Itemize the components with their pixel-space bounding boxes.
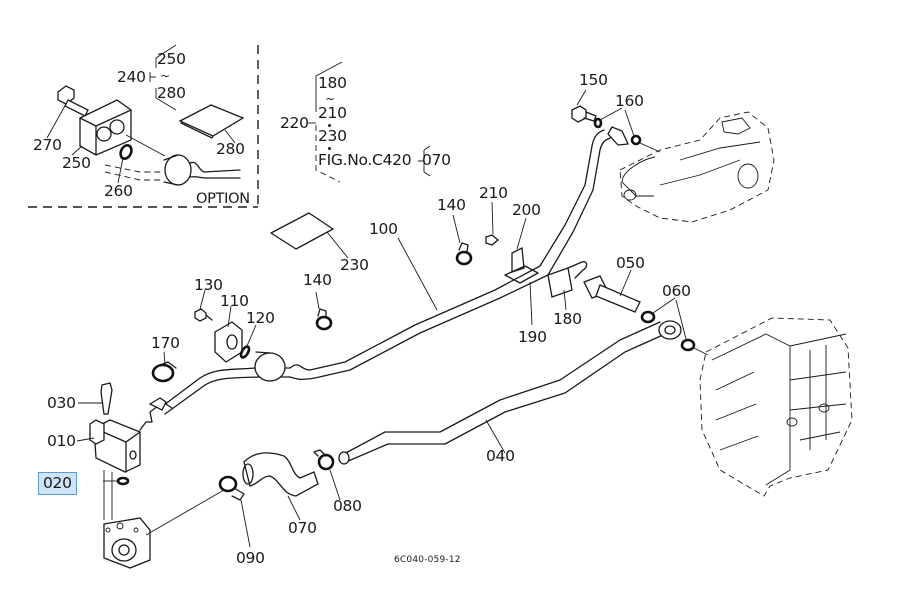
bolt-150-washer-160-drawing — [571, 89, 661, 153]
clamp-140-drawing — [315, 214, 473, 331]
callout-120[interactable]: 120 — [246, 309, 275, 327]
callout-060[interactable]: 060 — [662, 282, 691, 300]
callout-260[interactable]: 260 — [104, 182, 133, 200]
group-220-dot-1 — [328, 124, 331, 127]
callout-230[interactable]: 230 — [340, 256, 369, 274]
figure-code: 6C040-059-12 — [394, 555, 461, 565]
valve-housing-drawing — [619, 111, 775, 223]
callout-110[interactable]: 110 — [220, 292, 249, 310]
callout-160[interactable]: 160 — [615, 92, 644, 110]
group-240-range-sep: ~ — [160, 69, 171, 83]
group-220-member-210: 210 — [318, 104, 347, 122]
callout-050[interactable]: 050 — [616, 254, 645, 272]
group-220-reference-part[interactable]: 070 — [422, 151, 451, 169]
callout-020[interactable]: 020 — [38, 472, 77, 495]
callout-100[interactable]: 100 — [369, 220, 398, 238]
callout-140-lower[interactable]: 140 — [303, 271, 332, 289]
group-220-reference[interactable]: FIG.No.C420 — [318, 151, 412, 169]
oring-060-drawing — [640, 297, 709, 356]
callout-080[interactable]: 080 — [333, 497, 362, 515]
group-240-range-end: 280 — [157, 84, 186, 102]
valve-block-010-drawing — [76, 382, 173, 520]
sheet-230-drawing — [270, 212, 349, 259]
callout-250[interactable]: 250 — [62, 154, 91, 172]
option-box-border — [28, 45, 259, 208]
group-240-label[interactable]: 240 — [117, 68, 146, 86]
callout-130[interactable]: 130 — [194, 276, 223, 294]
hose-070-clamps-080-090-drawing — [218, 449, 341, 548]
flange-110-120-130-drawing — [194, 289, 286, 382]
callout-190[interactable]: 190 — [518, 328, 547, 346]
callout-070[interactable]: 070 — [288, 519, 317, 537]
bolt-270-drawing — [46, 85, 89, 139]
pump-drawing — [103, 489, 225, 569]
oring-260-drawing — [117, 144, 133, 184]
callout-210[interactable]: 210 — [479, 184, 508, 202]
callout-140-upper[interactable]: 140 — [437, 196, 466, 214]
callout-090[interactable]: 090 — [236, 549, 265, 567]
callout-180[interactable]: 180 — [553, 310, 582, 328]
clamp-170-drawing — [151, 351, 177, 383]
group-220-dot-2 — [328, 147, 331, 150]
transmission-case-drawing — [699, 317, 853, 497]
callout-010[interactable]: 010 — [47, 432, 76, 450]
group-220-range-sep: ~ — [325, 92, 336, 106]
callout-270[interactable]: 270 — [33, 136, 62, 154]
callout-280[interactable]: 280 — [216, 140, 245, 158]
callout-170[interactable]: 170 — [151, 334, 180, 352]
bracket-240 — [149, 44, 177, 111]
fitting-050-drawing — [583, 269, 641, 313]
group-220-label[interactable]: 220 — [280, 114, 309, 132]
group-220-member-230: 230 — [318, 127, 347, 145]
pipe-040-drawing — [338, 320, 682, 465]
pipe-100-drawing — [159, 129, 611, 415]
group-240-range-start: 250 — [157, 50, 186, 68]
bracket-180-190-200-210-drawing — [485, 201, 588, 326]
block-250-drawing — [71, 99, 166, 157]
group-220-member-180: 180 — [318, 74, 347, 92]
callout-150[interactable]: 150 — [579, 71, 608, 89]
callout-200[interactable]: 200 — [512, 201, 541, 219]
callout-040[interactable]: 040 — [486, 447, 515, 465]
callout-030[interactable]: 030 — [47, 394, 76, 412]
option-box-label: OPTION — [196, 191, 250, 207]
bracket-220 — [308, 61, 431, 183]
option-pipe-drawing — [104, 154, 241, 186]
gasket-280-drawing — [178, 104, 245, 144]
